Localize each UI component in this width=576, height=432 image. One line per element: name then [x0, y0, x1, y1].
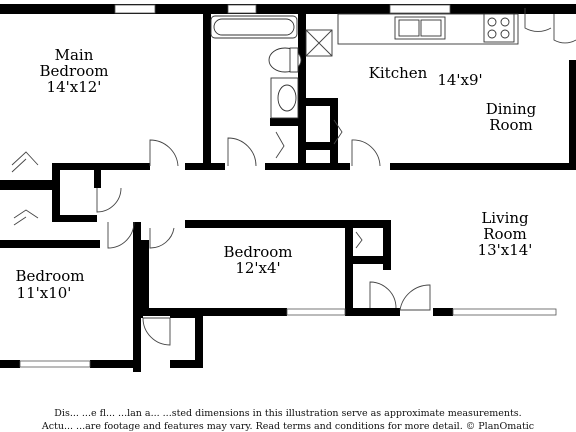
- living-room-label-line1: Living: [481, 209, 529, 227]
- disclaimer-line1: Dis... ...e fl... ...lan a... ...sted di…: [54, 408, 522, 419]
- living-room-label-line2: Room: [483, 225, 527, 243]
- kitchen-size: 14'x9': [437, 71, 482, 89]
- main-bedroom-label-line2: Bedroom: [40, 62, 109, 80]
- left-bedroom-label: Bedroom: [16, 267, 85, 285]
- dining-room-label-line1: Dining: [486, 100, 537, 118]
- walls: [0, 4, 576, 372]
- disclaimer-line2: Actu... ...are footage and features may …: [41, 421, 535, 432]
- main-bedroom-size: 14'x12': [47, 78, 102, 96]
- fixtures: [210, 13, 576, 119]
- left-bedroom-size: 11'x10': [17, 284, 72, 302]
- windows: [19, 4, 557, 368]
- dining-room-label-line2: Room: [489, 116, 533, 134]
- center-bedroom-label: Bedroom: [224, 243, 293, 261]
- living-room-size: 13'x14': [478, 241, 533, 259]
- room-labels: Main Bedroom 14'x12' Kitchen 14'x9' Dini…: [16, 46, 537, 302]
- center-bedroom-size: 12'x4': [235, 259, 280, 277]
- doors: [11, 8, 552, 346]
- kitchen-label: Kitchen: [369, 64, 428, 82]
- main-bedroom-label-line1: Main: [55, 46, 94, 64]
